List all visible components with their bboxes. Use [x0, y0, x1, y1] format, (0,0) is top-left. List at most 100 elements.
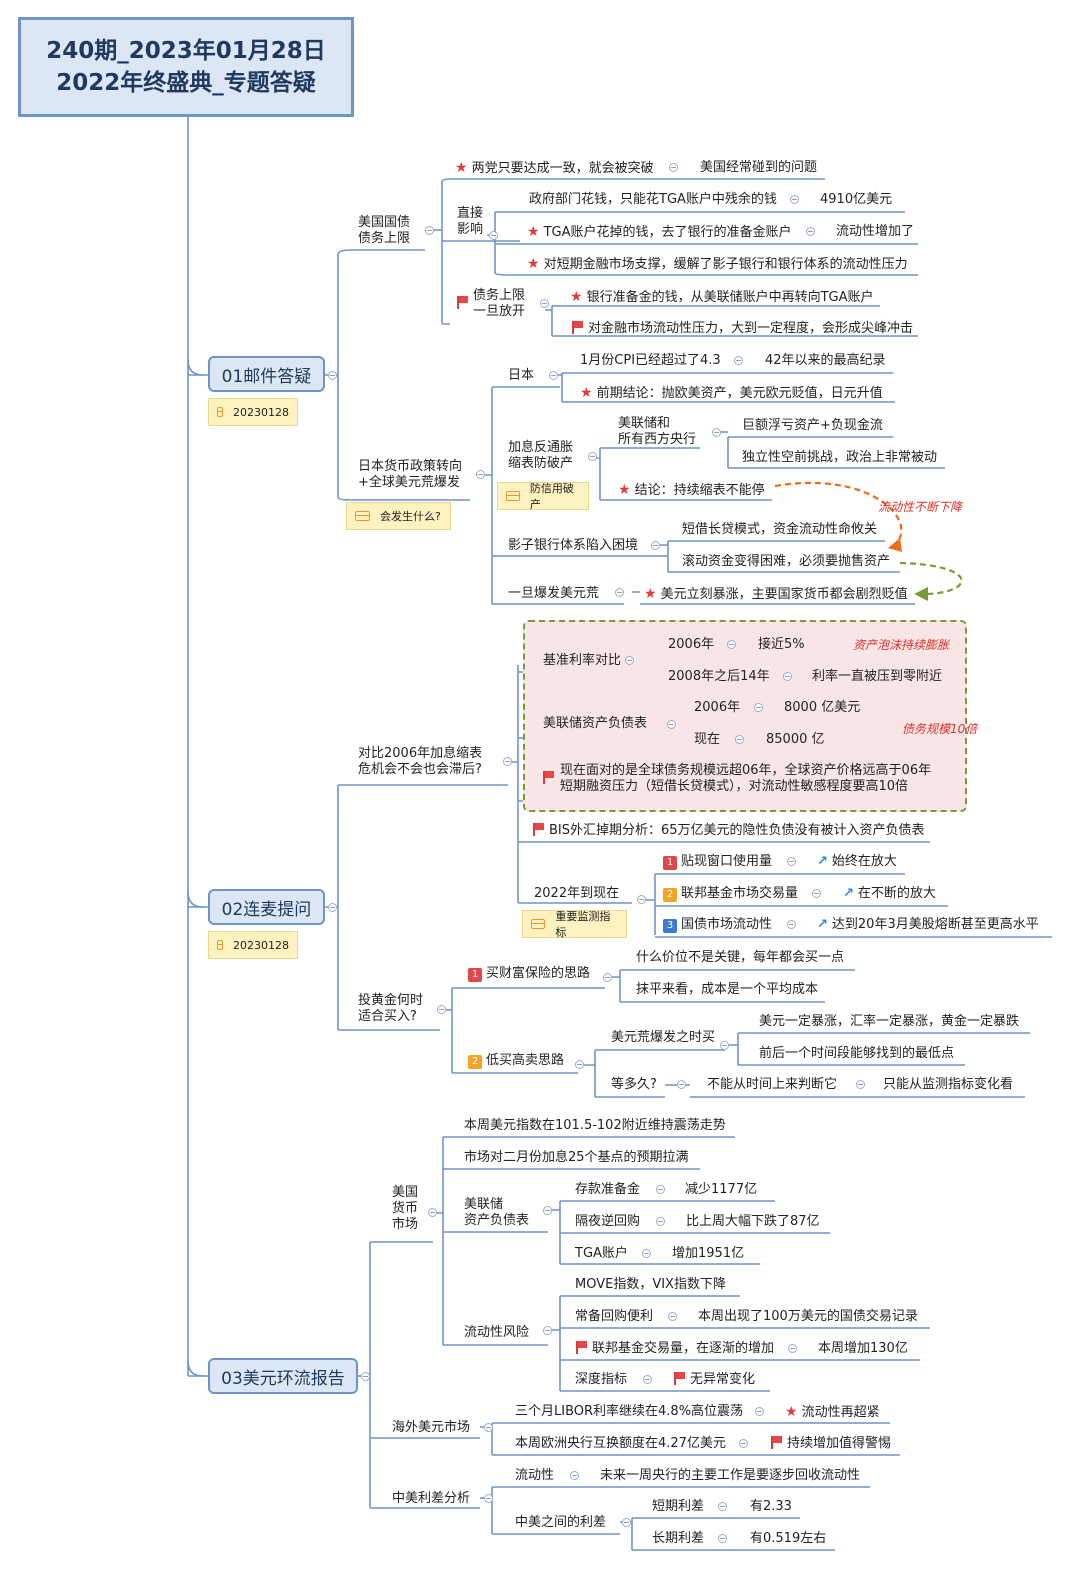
node-k1[interactable]: MOVE指数，VIX指数下降	[575, 1277, 726, 1292]
collapse-toggle[interactable]	[669, 163, 678, 172]
node-a1[interactable]: ★两党只要达成一致，就会被突破	[455, 160, 654, 176]
collapse-toggle[interactable]	[615, 588, 624, 597]
node-o2v[interactable]: 持续增加值得警惕	[771, 1436, 891, 1452]
node-debt-ceiling[interactable]: 美国国债债务上限	[358, 215, 411, 246]
collapse-toggle[interactable]	[783, 672, 792, 681]
node-o2[interactable]: 本周欧洲央行互换额度在4.27亿美元	[515, 1436, 726, 1451]
collapse-toggle[interactable]	[643, 1375, 652, 1384]
node-bis[interactable]: BIS外汇掉期分析：65万亿美元的隐性负债没有被计入资产负债表	[533, 823, 925, 839]
node-fed[interactable]: 美联储和所有西方央行	[618, 416, 697, 447]
collapse-toggle[interactable]	[540, 299, 549, 308]
node-d2b[interactable]: 流动性增加了	[836, 224, 915, 239]
collapse-toggle[interactable]	[328, 903, 337, 912]
node-fed2[interactable]: 独立性空前挑战，政治上非常被动	[742, 450, 938, 465]
node-qt-conclusion[interactable]: ★结论：持续缩表不能停	[618, 482, 765, 498]
node-g2a[interactable]: 美元荒爆发之时买	[611, 1030, 716, 1045]
node-qt[interactable]: 加息反通胀缩表防破产	[508, 440, 574, 471]
node-cn-us-spread[interactable]: 中美利差分析	[392, 1491, 471, 1506]
node-2022-now[interactable]: 2022年到现在	[534, 886, 620, 901]
node-risk[interactable]: 现在面对的是全球债务规模远超06年，全球资产价格远高于06年短期融资压力（短借长…	[543, 763, 931, 795]
node-jp1[interactable]: 1月份CPI已经超过了4.3	[580, 353, 721, 368]
collapse-toggle[interactable]	[727, 640, 736, 649]
collapse-toggle[interactable]	[588, 452, 597, 461]
collapse-toggle[interactable]	[656, 1217, 665, 1226]
node-r08b[interactable]: 利率一直被压到零附近	[812, 669, 943, 684]
node-g2b1[interactable]: 不能从时间上来判断它	[707, 1077, 838, 1092]
collapse-toggle[interactable]	[788, 1344, 797, 1353]
node-b06b[interactable]: 8000 亿美元	[784, 700, 861, 715]
node-dollar1[interactable]: ★美元立刻暴涨，主要国家货币都会剧烈贬值	[644, 586, 908, 602]
node-jp1b[interactable]: 42年以来的最高纪录	[765, 353, 886, 368]
collapse-toggle[interactable]	[476, 470, 485, 479]
node-c2a[interactable]: 短期利差	[652, 1499, 705, 1514]
collapse-toggle[interactable]	[489, 231, 498, 240]
node-b3[interactable]: TGA账户	[575, 1246, 628, 1261]
collapse-toggle[interactable]	[718, 1534, 727, 1543]
node-l1[interactable]: ★银行准备金的钱，从美联储账户中再转向TGA账户	[570, 289, 874, 305]
node-g2b[interactable]: 等多久?	[611, 1077, 657, 1092]
collapse-toggle[interactable]	[677, 1080, 686, 1089]
collapse-toggle[interactable]	[328, 371, 337, 380]
node-o1v[interactable]: ★流动性再超紧	[785, 1404, 880, 1420]
node-c2av[interactable]: 有2.33	[750, 1499, 792, 1514]
collapse-toggle[interactable]	[656, 1185, 665, 1194]
collapse-toggle[interactable]	[754, 703, 763, 712]
node-r06b[interactable]: 接近5%	[758, 637, 805, 652]
collapse-toggle[interactable]	[739, 1439, 748, 1448]
collapse-toggle[interactable]	[735, 735, 744, 744]
node-b3v[interactable]: 增加1951亿	[672, 1246, 745, 1261]
node-o1[interactable]: 三个月LIBOR利率继续在4.8%高位震荡	[515, 1404, 744, 1419]
node-c2b[interactable]: 长期利差	[652, 1531, 705, 1546]
collapse-toggle[interactable]	[787, 920, 796, 929]
collapse-toggle[interactable]	[720, 1041, 729, 1050]
node-fed1[interactable]: 巨额浮亏资产+负现金流	[742, 418, 883, 433]
node-r08[interactable]: 2008年之后14年	[668, 669, 770, 684]
node-g1a[interactable]: 什么价位不是关键，每年都会买一点	[636, 950, 845, 965]
node-l2[interactable]: 对金融市场流动性压力，大到一定程度，会形成尖峰冲击	[572, 321, 913, 337]
collapse-toggle[interactable]	[428, 1208, 437, 1217]
topic-email-qa[interactable]: 01邮件答疑	[208, 356, 325, 392]
collapse-toggle[interactable]	[806, 227, 815, 236]
node-c1[interactable]: 流动性	[515, 1468, 555, 1483]
node-japan-shift[interactable]: 日本货币政策转向+全球美元荒爆发	[358, 459, 463, 490]
collapse-toggle[interactable]	[437, 1005, 446, 1014]
node-bnowb[interactable]: 85000 亿	[766, 732, 825, 747]
node-liquidity-risk[interactable]: 流动性风险	[464, 1325, 530, 1340]
node-r06[interactable]: 2006年	[668, 637, 715, 652]
node-d1b[interactable]: 4910亿美元	[820, 192, 893, 207]
node-u2[interactable]: 市场对二月份加息25个基点的预期拉满	[464, 1150, 689, 1165]
node-g1b[interactable]: 抹平来看，成本是一个平均成本	[636, 982, 819, 997]
collapse-toggle[interactable]	[787, 857, 796, 866]
node-c2bv[interactable]: 有0.519左右	[750, 1531, 827, 1546]
collapse-toggle[interactable]	[856, 1080, 865, 1089]
node-japan[interactable]: 日本	[508, 368, 535, 383]
node-a1b[interactable]: 美国经常碰到的问题	[700, 160, 818, 175]
node-compare-2006[interactable]: 对比2006年加息缩表危机会不会也会滞后?	[358, 746, 483, 777]
collapse-toggle[interactable]	[790, 195, 799, 204]
collapse-toggle[interactable]	[575, 1060, 584, 1069]
node-k2v[interactable]: 本周出现了100万美元的国债交易记录	[698, 1309, 918, 1324]
collapse-toggle[interactable]	[625, 656, 634, 665]
node-c2[interactable]: 中美之间的利差	[515, 1515, 607, 1530]
node-b2v[interactable]: 比上周大幅下跌了87亿	[686, 1214, 820, 1229]
collapse-toggle[interactable]	[668, 1312, 677, 1321]
node-g2a2[interactable]: 前后一个时间段能够找到的最低点	[759, 1046, 955, 1061]
node-u1[interactable]: 本周美元指数在101.5-102附近维持震荡走势	[464, 1118, 726, 1133]
node-d2[interactable]: ★TGA账户花掉的钱，去了银行的准备金账户	[527, 224, 792, 240]
node-k4[interactable]: 深度指标	[575, 1372, 628, 1387]
node-b06[interactable]: 2006年	[694, 700, 741, 715]
node-lift[interactable]: 债务上限一旦放开	[457, 288, 525, 320]
collapse-toggle[interactable]	[361, 1372, 370, 1381]
node-k3[interactable]: 联邦基金交易量，在逐渐的增加	[576, 1341, 774, 1357]
collapse-toggle[interactable]	[734, 356, 743, 365]
node-k4v[interactable]: 无异常变化	[674, 1372, 755, 1388]
node-b2[interactable]: 隔夜逆回购	[575, 1214, 641, 1229]
collapse-toggle[interactable]	[543, 1206, 552, 1215]
collapse-toggle[interactable]	[755, 1407, 764, 1416]
node-m2b[interactable]: ↗在不断的放大	[843, 886, 936, 901]
